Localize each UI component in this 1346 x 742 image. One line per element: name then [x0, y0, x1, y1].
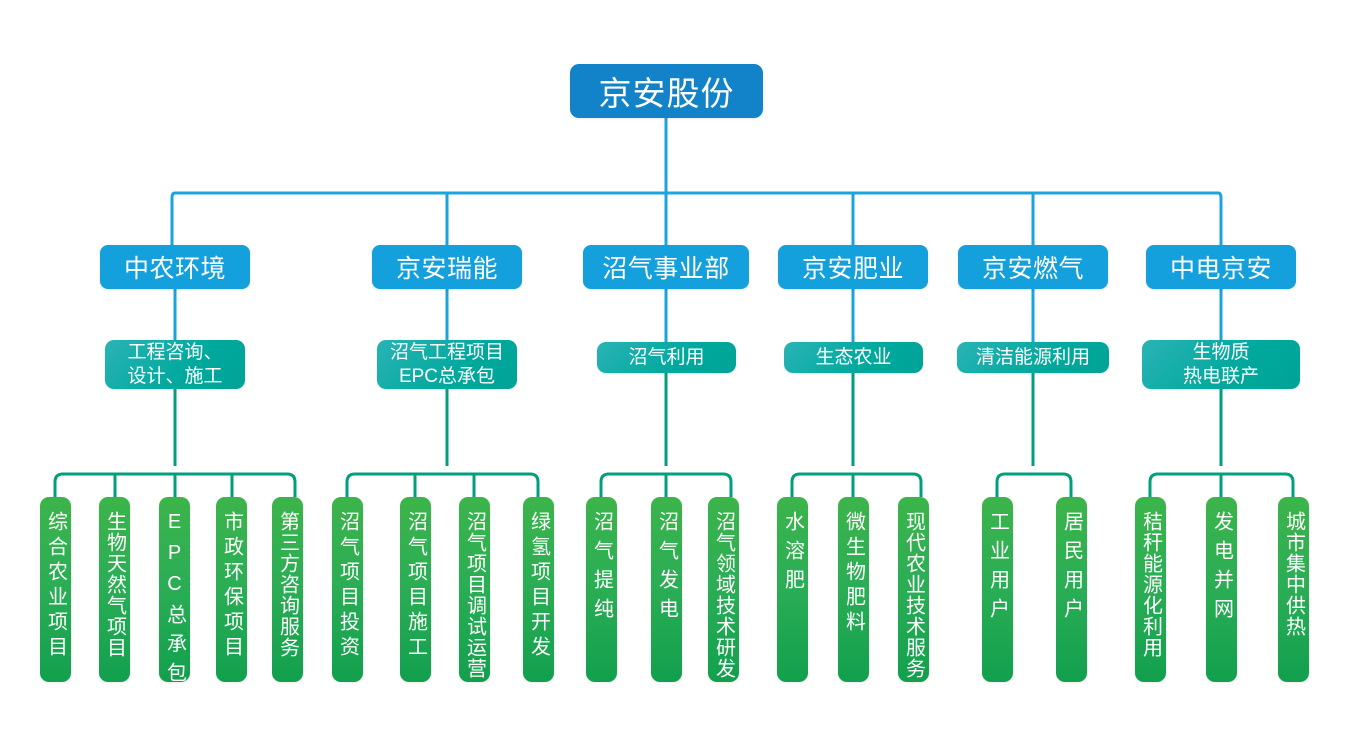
leaf-node[interactable]: 生物天然气项目: [99, 497, 130, 682]
leaf-node[interactable]: 工业用户: [982, 497, 1013, 682]
leaf-label: 绿氢项目开发: [527, 511, 550, 661]
leaf-label: 沼气项目调试运营: [463, 511, 486, 679]
leaf-label: 微生物肥料: [842, 511, 865, 636]
division-node-zhongdian-jingan[interactable]: 中电京安: [1146, 245, 1296, 289]
leaf-label: 发电并网: [1210, 511, 1233, 627]
business-line-node-clean-energy[interactable]: 清洁能源利用: [957, 342, 1109, 373]
leaf-node[interactable]: 沼气提纯: [586, 497, 617, 682]
leaf-label: 城市集中供热: [1282, 511, 1305, 637]
business-line-node-engineering[interactable]: 工程咨询、 设计、施工: [105, 340, 245, 389]
leaf-label: 第三方咨询服务: [276, 511, 299, 658]
leaf-node[interactable]: 秸秆能源化利用: [1135, 497, 1166, 682]
leaf-label: EPC总承包: [163, 511, 186, 691]
leaf-node[interactable]: 沼气项目投资: [332, 497, 363, 682]
business-line-label-line2: 设计、施工: [127, 365, 223, 387]
leaf-node[interactable]: 第三方咨询服务: [272, 497, 303, 682]
leaf-label: 秸秆能源化利用: [1139, 511, 1162, 658]
leaf-label: 沼气项目施工: [404, 511, 427, 661]
business-line-node-biogas-utilization[interactable]: 沼气利用: [597, 342, 736, 373]
leaf-label: 综合农业项目: [44, 511, 67, 661]
division-label: 中农环境: [123, 255, 226, 283]
leaf-label: 工业用户: [986, 511, 1009, 627]
root-node-label: 京安股份: [598, 75, 735, 112]
business-line-node-biomass-chp[interactable]: 生物质 热电联产: [1142, 340, 1300, 389]
leaf-node[interactable]: 微生物肥料: [838, 497, 869, 682]
leaf-label: 沼气领域技术研发: [712, 511, 735, 679]
division-label: 京安肥业: [801, 255, 904, 283]
division-label: 中电京安: [1169, 255, 1272, 283]
leaf-node[interactable]: 城市集中供热: [1278, 497, 1309, 682]
business-line-label-line1: 沼气利用: [628, 346, 705, 368]
leaf-node[interactable]: EPC总承包: [159, 497, 190, 691]
business-line-label-line1: 工程咨询、: [127, 341, 223, 363]
leaf-label: 居民用户: [1060, 511, 1083, 627]
division-node-jingan-ruineng[interactable]: 京安瑞能: [372, 245, 522, 289]
business-line-node-biogas-epc[interactable]: 沼气工程项目 EPC总承包: [377, 340, 517, 389]
division-label: 沼气事业部: [602, 255, 730, 283]
division-node-zhongnong-huanjing[interactable]: 中农环境: [100, 245, 250, 289]
business-line-label-line1: 生态农业: [815, 346, 892, 368]
leaf-node[interactable]: 水溶肥: [777, 497, 808, 682]
business-line-label-line2: EPC总承包: [398, 365, 496, 387]
business-line-label-line1: 生物质: [1192, 341, 1250, 363]
leaf-node[interactable]: 沼气项目调试运营: [459, 497, 490, 682]
business-line-label-line2: 热电联产: [1182, 365, 1259, 387]
division-node-jingan-feiye[interactable]: 京安肥业: [778, 245, 928, 289]
leaf-label: 沼气提纯: [590, 511, 613, 627]
leaf-label: 市政环保项目: [220, 511, 243, 661]
leaf-node[interactable]: 沼气发电: [651, 497, 682, 682]
leaf-label: 沼气项目投资: [336, 511, 359, 661]
leaf-node[interactable]: 居民用户: [1056, 497, 1087, 682]
leaf-node[interactable]: 市政环保项目: [216, 497, 247, 682]
leaf-node[interactable]: 综合农业项目: [40, 497, 71, 682]
leaf-label: 现代农业技术服务: [902, 511, 925, 679]
business-line-node-eco-agriculture[interactable]: 生态农业: [784, 342, 923, 373]
division-label: 京安瑞能: [395, 255, 498, 283]
leaf-node[interactable]: 沼气项目施工: [400, 497, 431, 682]
division-node-zhaoqi-shiyebu[interactable]: 沼气事业部: [583, 245, 749, 289]
division-label: 京安燃气: [981, 255, 1084, 283]
root-node[interactable]: 京安股份: [570, 64, 763, 118]
leaf-node[interactable]: 发电并网: [1206, 497, 1237, 682]
leaf-node[interactable]: 绿氢项目开发: [523, 497, 554, 682]
business-line-label-line1: 沼气工程项目: [389, 341, 504, 363]
leaf-label: 水溶肥: [781, 511, 804, 598]
leaf-node[interactable]: 沼气领域技术研发: [708, 497, 739, 682]
leaf-node[interactable]: 现代农业技术服务: [898, 497, 929, 682]
leaf-label: 沼气发电: [655, 511, 678, 627]
business-line-label-line1: 清洁能源利用: [975, 346, 1090, 368]
leaf-label: 生物天然气项目: [103, 511, 126, 658]
division-node-jingan-ranqi[interactable]: 京安燃气: [958, 245, 1108, 289]
